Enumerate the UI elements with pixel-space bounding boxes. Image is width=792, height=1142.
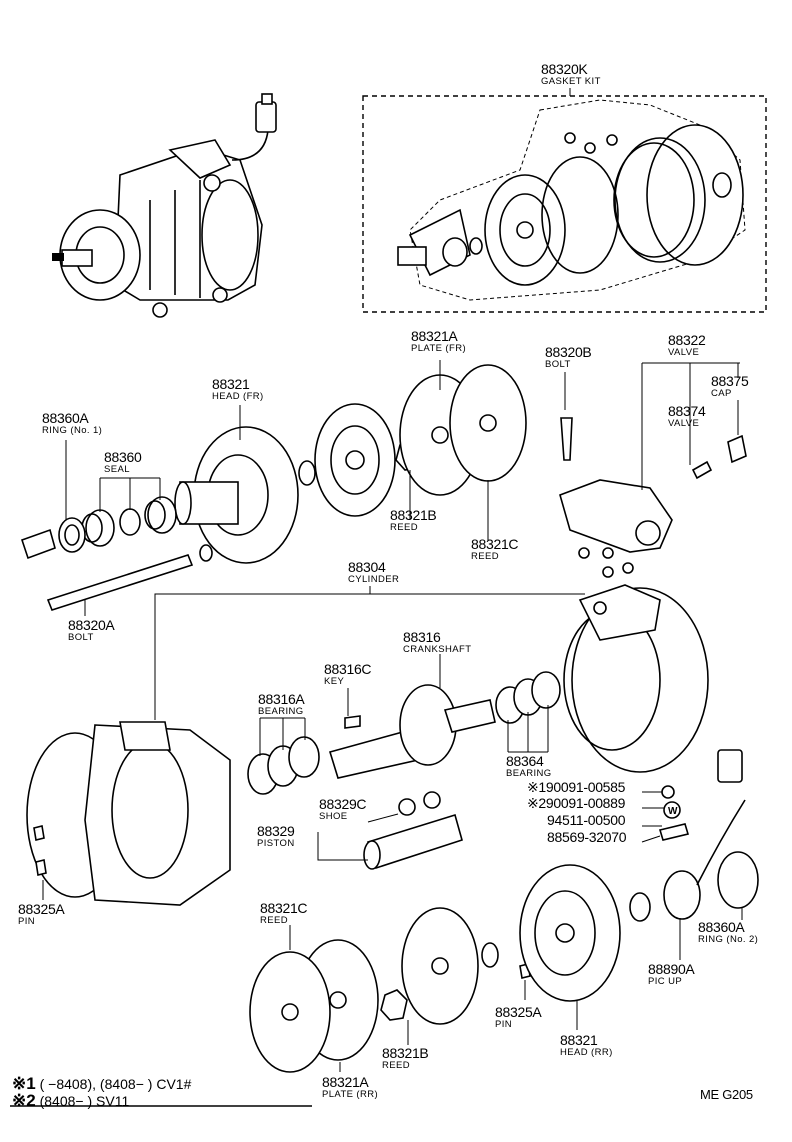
footnote-1: ※1 ( −8408), (8408− ) CV1# — [12, 1074, 191, 1094]
piston-shoe-drawing — [363, 791, 463, 870]
footnote-text: (8408− ) SV11 — [39, 1093, 130, 1109]
leader-lines — [42, 88, 743, 1072]
washer-icon — [663, 801, 681, 819]
hardware-mark: ※1 — [527, 779, 546, 795]
head-fr-drawing — [174, 426, 299, 564]
assembled-compressor-drawing — [52, 93, 277, 318]
head-rr-drawing — [519, 749, 759, 1002]
hardware-row-1: ※190091-00585 — [527, 780, 625, 794]
figure-code: ME G205 — [700, 1087, 753, 1102]
plate-rr-drawing — [249, 907, 499, 1073]
hardware-mark: ※2 — [527, 795, 546, 811]
footnote-text: ( −8408), (8408− ) CV1# — [39, 1076, 192, 1092]
gasket-kit-drawing — [397, 99, 746, 301]
screw-icon — [661, 785, 675, 799]
plate-fr-drawing — [314, 364, 527, 517]
clip-icon — [658, 823, 690, 841]
bolt-b-drawing — [560, 417, 573, 461]
hardware-part-no: 90091-00585 — [545, 779, 626, 795]
hardware-row-4: 88569-32070 — [547, 829, 627, 845]
cylinder-rear-drawing — [26, 721, 231, 906]
footnote-mark: ※2 — [12, 1091, 36, 1110]
long-bolt-drawing — [46, 554, 194, 611]
hardware-row-2: ※290091-00889 — [527, 796, 625, 810]
hardware-row-3: 94511-00500 — [547, 813, 625, 827]
cylinder-front-drawing — [563, 584, 709, 773]
svg-text:W: W — [668, 806, 678, 817]
seal-ring-drawing — [20, 496, 177, 560]
hardware-part-no: 90091-00889 — [545, 795, 626, 811]
gasket-kit-box — [362, 95, 767, 313]
hardware-part-no: 88569-32070 — [547, 829, 627, 845]
footnote-2: ※2 (8408− ) SV11 — [12, 1091, 129, 1111]
valve-assembly-drawing — [559, 434, 747, 578]
hardware-part-no: 94511-00500 — [547, 812, 626, 828]
footnote-mark: ※1 — [12, 1074, 36, 1093]
